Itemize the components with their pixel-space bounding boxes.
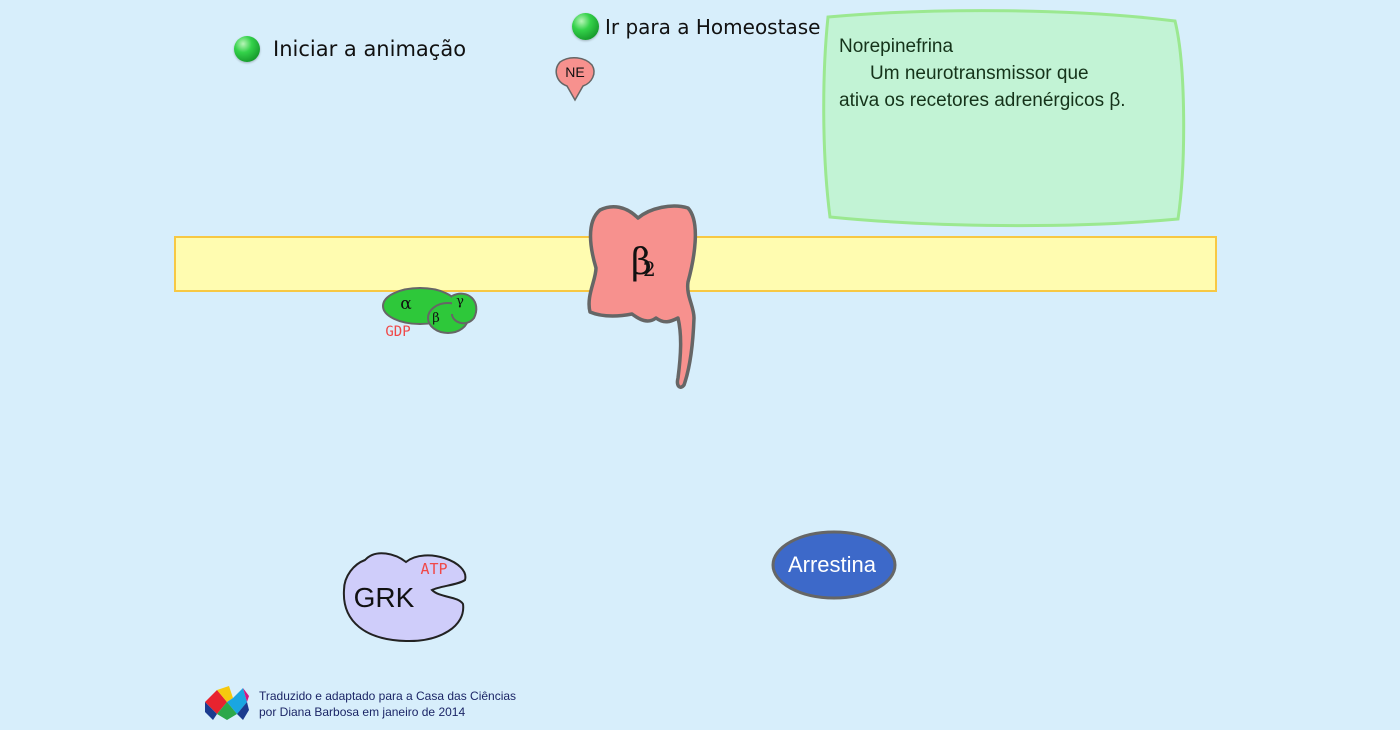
g-beta-label: β: [432, 311, 440, 326]
norepinephrine-molecule[interactable]: NE: [555, 57, 595, 102]
go-homeostasis-label: Ir para a Homeostase: [605, 14, 821, 39]
arrestin-protein[interactable]: Arrestina: [771, 530, 897, 600]
g-protein-complex[interactable]: α β γ GDP: [382, 287, 478, 340]
credits-line-2: por Diana Barbosa em janeiro de 2014: [259, 705, 466, 719]
info-description-line-1: Um neurotransmissor que: [870, 63, 1089, 84]
credits-line-1: Traduzido e adaptado para a Casa das Ciê…: [259, 689, 517, 703]
gdp-label: GDP: [385, 324, 410, 340]
beta2-receptor[interactable]: β 2: [587, 204, 698, 389]
atp-label: ATP: [420, 560, 447, 578]
start-animation-label: Iniciar a animação: [273, 37, 467, 61]
credits-footer: Traduzido e adaptado para a Casa das Ciê…: [203, 686, 516, 722]
green-sphere-icon: [572, 13, 599, 40]
info-title: Norepinefrina: [839, 36, 954, 57]
grk-kinase[interactable]: GRK ATP: [342, 552, 467, 643]
start-animation-button[interactable]: Iniciar a animação: [234, 36, 466, 62]
info-description-line-2: ativa os recetores adrenérgicos β.: [839, 90, 1126, 111]
g-gamma-label: γ: [456, 294, 464, 309]
green-sphere-icon: [234, 36, 260, 62]
arrestin-label: Arrestina: [788, 552, 877, 577]
ne-label: NE: [565, 64, 584, 80]
grk-label: GRK: [354, 582, 415, 613]
g-alpha-label: α: [400, 294, 412, 314]
g-gamma-subunit: [451, 292, 478, 325]
receptor-subscript-label: 2: [643, 257, 656, 281]
casa-das-ciencias-logo: [205, 686, 249, 720]
receptor-beta-label: β: [631, 242, 652, 283]
info-panel: Norepinefrina Um neurotransmissor que at…: [820, 5, 1190, 235]
go-homeostasis-button[interactable]: Ir para a Homeostase: [572, 13, 820, 40]
